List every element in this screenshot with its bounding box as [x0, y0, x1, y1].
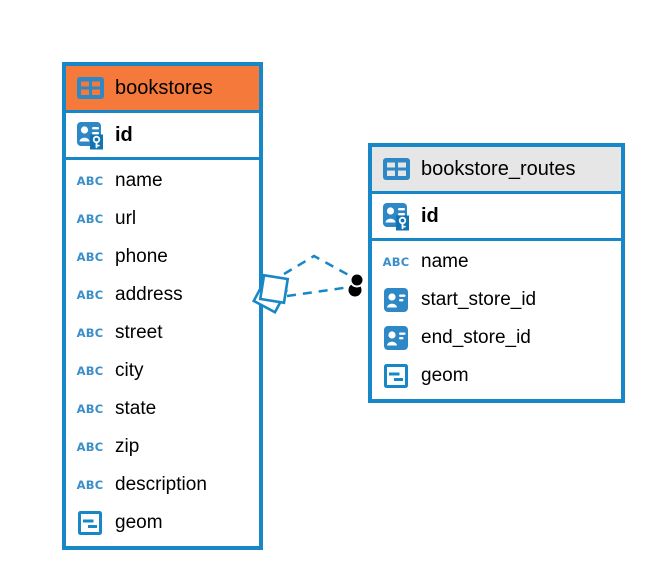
column-label: address — [115, 284, 183, 305]
column-row[interactable]: end_store_id — [372, 319, 621, 357]
column-label: geom — [421, 365, 469, 386]
pk-row-id[interactable]: id — [66, 113, 259, 160]
relationship-line-upper[interactable] — [283, 254, 355, 280]
relationship-line-lower[interactable] — [286, 285, 351, 298]
table-title: bookstore_routes — [421, 157, 576, 180]
table-bookstore-routes[interactable]: bookstore_routes id ABC — [368, 143, 625, 403]
person-key-icon — [74, 121, 106, 150]
column-row[interactable]: ABC city — [66, 352, 259, 390]
column-row[interactable]: ABC zip — [66, 428, 259, 466]
column-label: name — [421, 251, 469, 272]
column-label: url — [115, 208, 137, 229]
table-bookstore-routes-columns: ABC name start_store_id — [372, 241, 621, 399]
person-reference-icon — [380, 326, 412, 350]
column-row[interactable]: start_store_id — [372, 281, 621, 319]
varchar-icon: ABC — [76, 174, 104, 188]
column-label: street — [115, 322, 163, 343]
geometry-icon — [74, 511, 106, 535]
table-bookstore-routes-header[interactable]: bookstore_routes — [372, 147, 621, 194]
relationship-dot-marker — [348, 283, 362, 297]
geometry-icon — [380, 364, 412, 388]
varchar-icon: ABC — [76, 326, 104, 340]
person-key-icon — [380, 202, 412, 231]
column-label: description — [115, 474, 207, 495]
varchar-icon: ABC — [382, 255, 410, 269]
pk-row-id[interactable]: id — [372, 194, 621, 241]
varchar-icon: ABC — [76, 250, 104, 264]
column-label: start_store_id — [421, 289, 537, 310]
table-bookstores[interactable]: bookstores id ABC — [62, 62, 263, 550]
column-label: city — [115, 360, 144, 381]
column-row[interactable]: ABC name — [66, 162, 259, 200]
varchar-icon: ABC — [76, 288, 104, 302]
pk-label: id — [115, 123, 133, 146]
column-row[interactable]: ABC street — [66, 314, 259, 352]
varchar-icon: ABC — [76, 212, 104, 226]
column-row[interactable]: ABC phone — [66, 238, 259, 276]
overlapping-squares-marker — [258, 273, 290, 305]
column-label: state — [115, 398, 157, 419]
column-row[interactable]: ABC description — [66, 466, 259, 504]
column-row[interactable]: ABC name — [372, 243, 621, 281]
varchar-icon: ABC — [76, 440, 104, 454]
column-row[interactable]: geom — [66, 504, 259, 542]
table-icon — [380, 158, 412, 180]
column-label: name — [115, 170, 163, 191]
column-label: zip — [115, 436, 140, 457]
column-label: phone — [115, 246, 168, 267]
column-row[interactable]: ABC state — [66, 390, 259, 428]
column-row[interactable]: ABC address — [66, 276, 259, 314]
column-label: geom — [115, 512, 163, 533]
column-row[interactable]: geom — [372, 357, 621, 395]
varchar-icon: ABC — [76, 478, 104, 492]
column-label: end_store_id — [421, 327, 531, 348]
pk-label: id — [421, 204, 439, 227]
table-bookstores-header[interactable]: bookstores — [66, 66, 259, 113]
varchar-icon: ABC — [76, 364, 104, 378]
relationship-dot-marker — [349, 272, 365, 288]
table-icon — [74, 77, 106, 99]
column-row[interactable]: ABC url — [66, 200, 259, 238]
varchar-icon: ABC — [76, 402, 104, 416]
table-bookstores-columns: ABC name ABC url ABC phone ABC address A… — [66, 160, 259, 546]
table-title: bookstores — [115, 76, 213, 99]
person-reference-icon — [380, 288, 412, 312]
